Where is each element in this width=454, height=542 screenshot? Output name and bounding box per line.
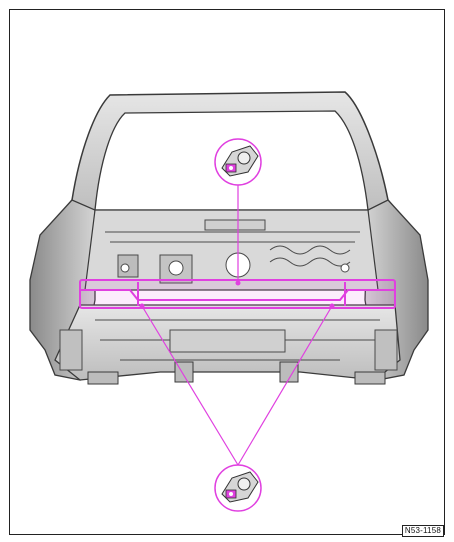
figure-reference-code: N53-1158 [401,525,444,537]
bolt-detail-icon [221,471,259,503]
callout-bottom [214,464,262,512]
leader-lines [141,185,333,466]
bolt-detail-icon [221,145,259,177]
lower-panel-details [59,319,398,371]
figure-frame [9,9,445,535]
inner-panel-details [105,219,360,284]
callout-top [214,138,262,186]
floor-mounts [87,361,386,385]
